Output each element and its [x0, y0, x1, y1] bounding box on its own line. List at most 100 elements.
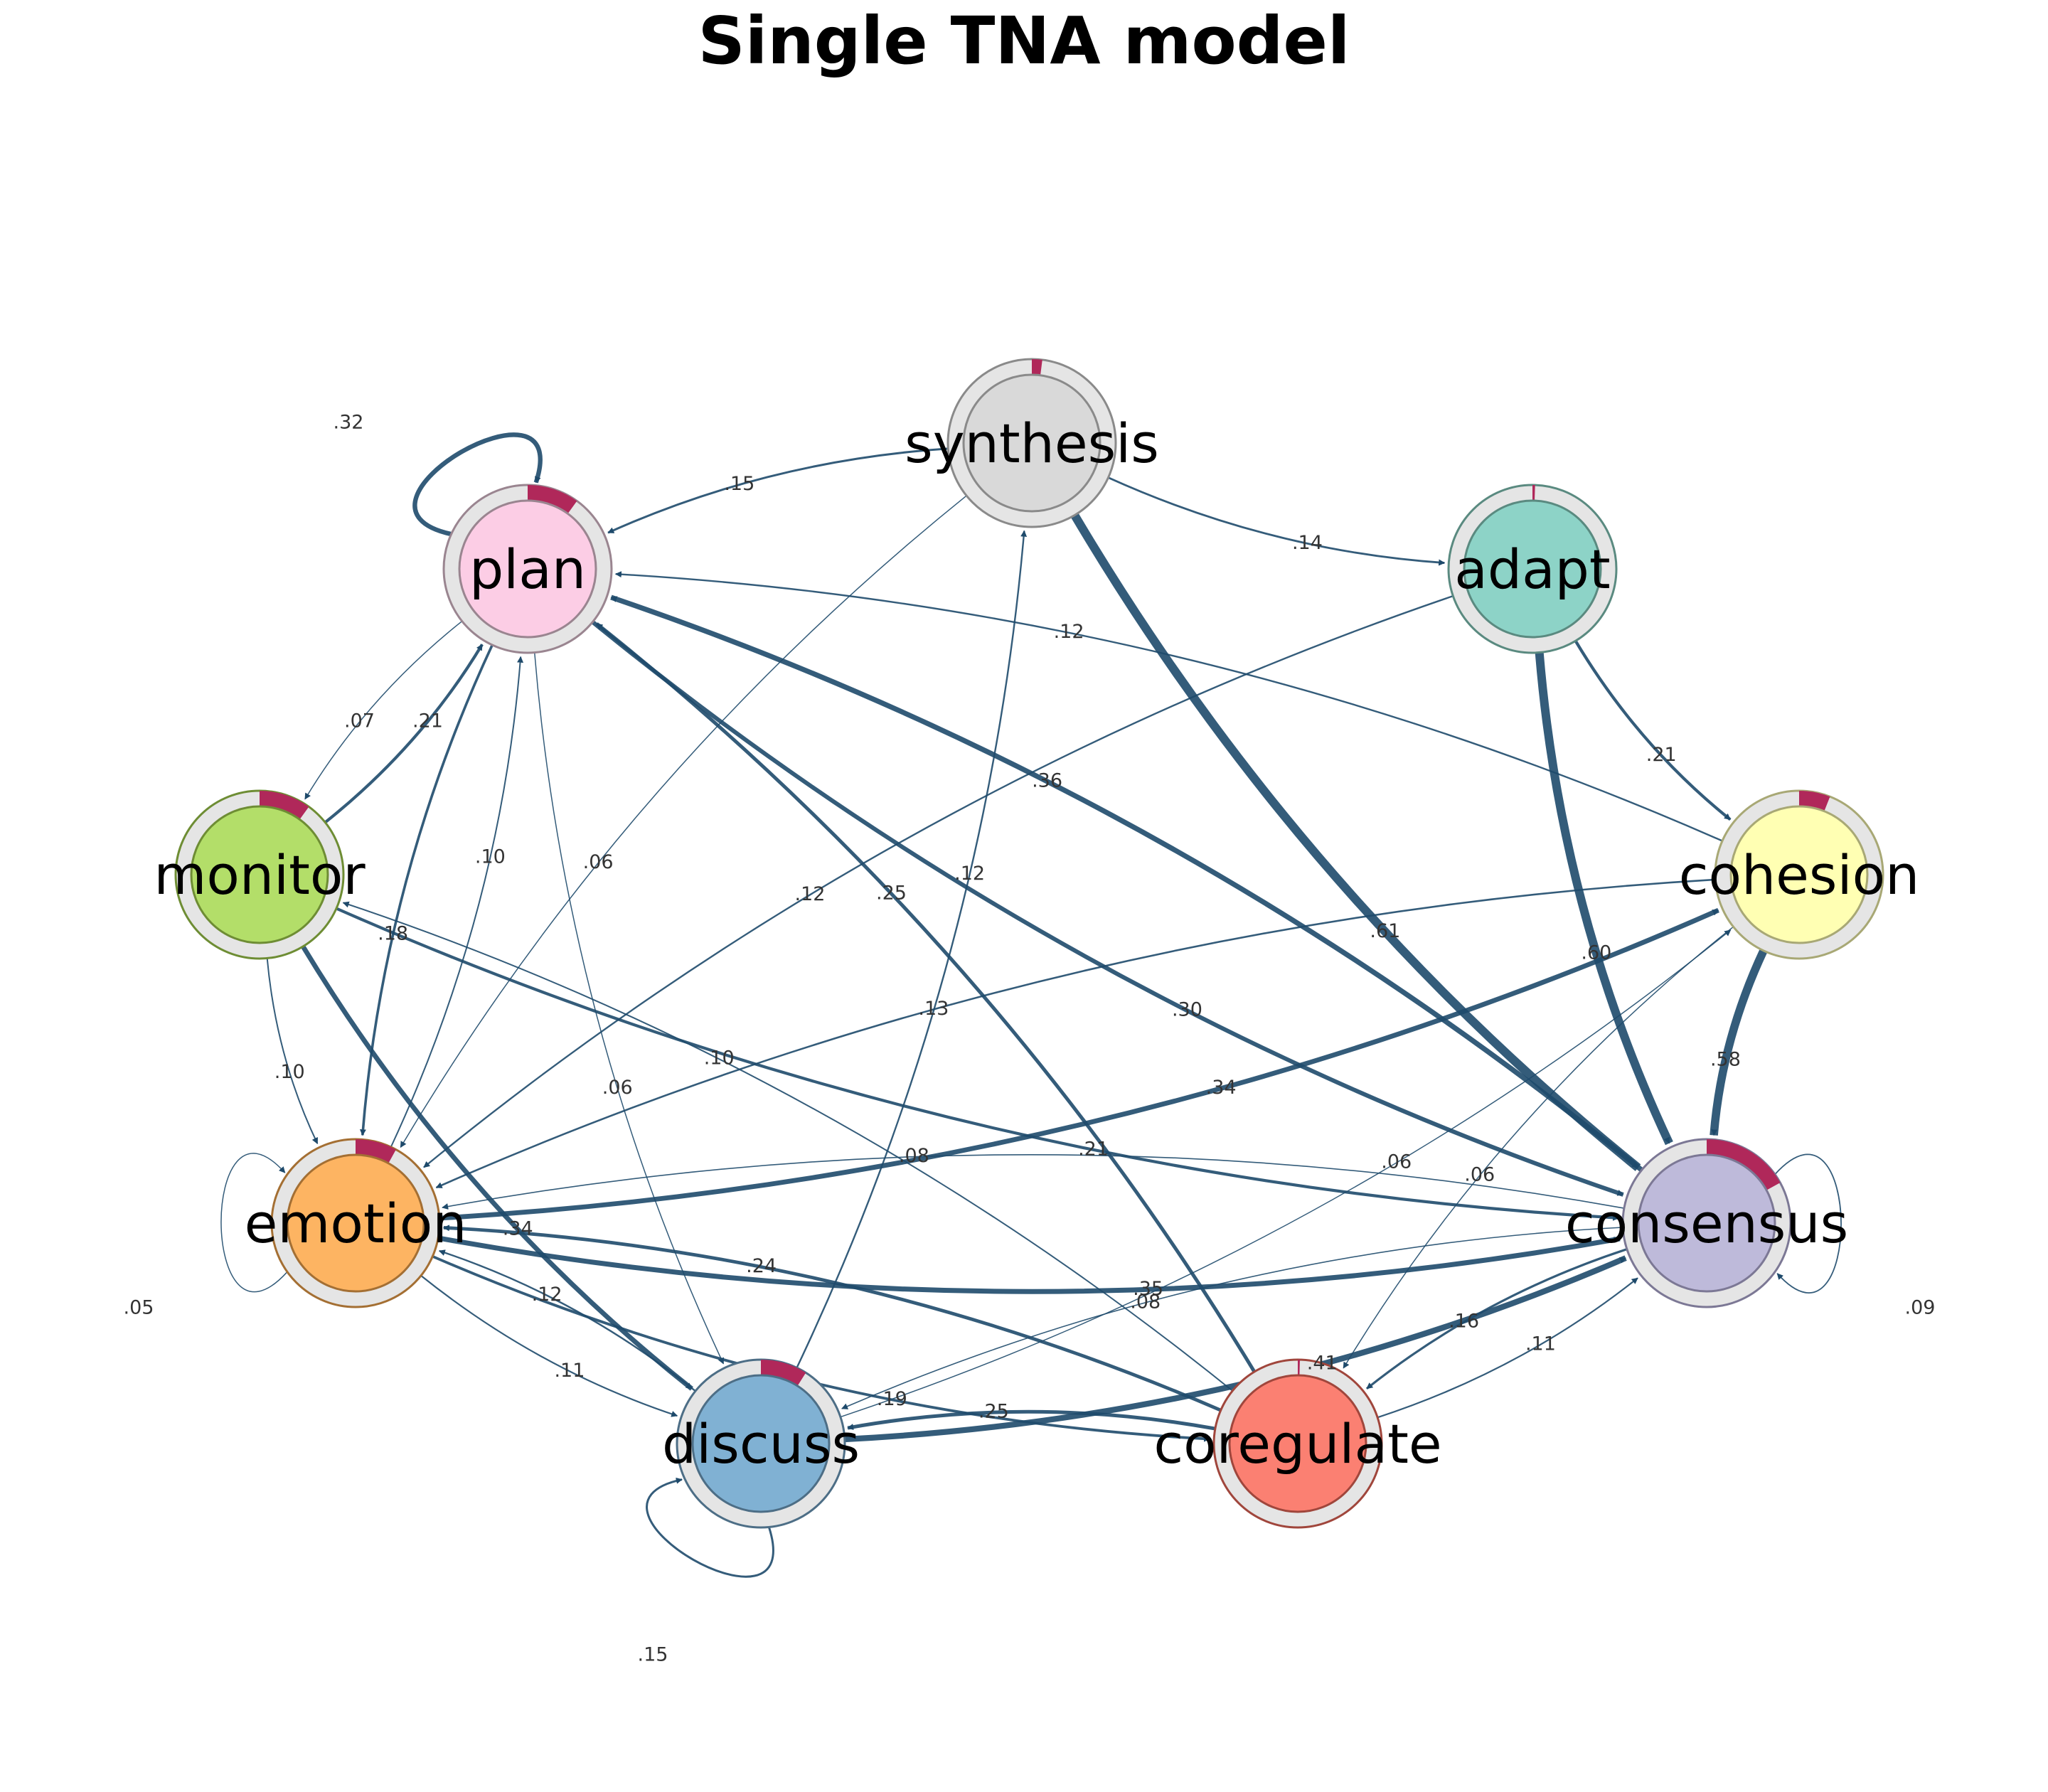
- edge-monitor-to-consensus: [336, 907, 1620, 1221]
- edge-plan-to-emotion-label: .18: [378, 923, 408, 945]
- edge-coregulate-to-monitor-label: .10: [704, 1047, 735, 1070]
- edge-synthesis-to-plan: [607, 447, 949, 534]
- node-cohesion-circle: [1729, 805, 1869, 944]
- edge-cohesion-to-coregulate-label: .06: [1464, 1164, 1495, 1186]
- node-adapt-label: adapt: [1454, 538, 1610, 601]
- edge-adapt-to-consensus: [1535, 652, 1673, 1146]
- edge-coregulate-to-discuss: [847, 1409, 1216, 1431]
- node-consensus-pie: [1706, 1139, 1781, 1191]
- edge-plan-to-discuss: [533, 652, 725, 1365]
- edge-consensus-to-consensus-label: .09: [1905, 1297, 1936, 1319]
- edge-coregulate-to-monitor: [342, 901, 1233, 1392]
- edge-emotion-to-discuss-label: .11: [554, 1360, 585, 1382]
- node-consensus-circle: [1637, 1153, 1776, 1293]
- node-cohesion-pie: [1798, 791, 1830, 811]
- edge-emotion-to-emotion: [220, 1153, 288, 1293]
- edge-emotion-to-consensus-label: .35: [1133, 1278, 1163, 1300]
- node-monitor-circle: [190, 805, 329, 944]
- edge-plan-to-monitor-label: .07: [344, 710, 375, 732]
- edge-discuss-to-synthesis-label: .12: [954, 863, 985, 885]
- node-emotion-circle: [286, 1153, 425, 1293]
- node-plan-label: plan: [469, 538, 586, 601]
- node-synthesis-pie: [1031, 359, 1042, 375]
- edge-monitor-to-discuss: [301, 945, 693, 1391]
- edge-synthesis-to-adapt-label: .14: [1292, 532, 1323, 554]
- edge-consensus-to-coregulate: [1366, 1248, 1628, 1390]
- edge-plan-to-monitor: [304, 620, 463, 800]
- edge-synthesis-to-emotion: [400, 495, 967, 1148]
- edge-cohesion-to-emotion: [435, 878, 1716, 1189]
- edge-coregulate-to-discuss-label: .25: [978, 1401, 1009, 1423]
- node-cohesion[interactable]: cohesion: [1679, 789, 1920, 960]
- edge-emotion-to-cohesion-label: .34: [1206, 1077, 1237, 1099]
- node-emotion-pie: [355, 1139, 396, 1164]
- edge-emotion-to-plan-label: .10: [475, 846, 506, 868]
- edges-layer: [220, 432, 1842, 1578]
- edge-plan-to-discuss-label: .06: [602, 1077, 633, 1099]
- edge-discuss-to-discuss: [646, 1477, 774, 1578]
- edge-adapt-to-consensus-label: .60: [1581, 942, 1611, 964]
- edge-labels-layer: .15.14.61.06.32.30.18.07.06.60.21.12.21.…: [124, 412, 1936, 1666]
- edge-cohesion-to-consensus-label: .58: [1710, 1048, 1741, 1070]
- node-consensus[interactable]: consensus: [1565, 1138, 1848, 1308]
- node-monitor-pie: [259, 791, 309, 820]
- edge-cohesion-to-consensus: [1710, 949, 1768, 1136]
- edge-coregulate-to-consensus: [1377, 1277, 1638, 1419]
- node-monitor[interactable]: monitor: [154, 789, 366, 960]
- edge-adapt-to-emotion: [423, 595, 1454, 1168]
- edge-discuss-to-emotion: [438, 1249, 696, 1392]
- edge-consensus-to-emotion: [442, 1154, 1625, 1210]
- edge-coregulate-to-plan: [595, 622, 1257, 1373]
- edge-emotion-to-consensus: [437, 1235, 1621, 1294]
- edge-discuss-to-discuss-label: .15: [638, 1644, 668, 1666]
- edge-plan-to-plan: [412, 432, 543, 537]
- node-coregulate-label: coregulate: [1153, 1412, 1441, 1476]
- node-emotion-label: emotion: [245, 1192, 467, 1255]
- node-plan[interactable]: plan: [442, 484, 613, 654]
- node-plan-pie: [527, 485, 577, 514]
- edge-synthesis-to-adapt: [1107, 476, 1446, 566]
- edge-monitor-to-consensus-label: .21: [1078, 1138, 1109, 1160]
- node-discuss-label: discuss: [662, 1412, 860, 1476]
- edge-monitor-to-discuss-label: .34: [503, 1217, 533, 1239]
- diagram-title: Single TNA model: [698, 3, 1350, 79]
- edge-cohesion-to-coregulate: [1343, 926, 1734, 1369]
- edge-coregulate-to-plan-label: .25: [876, 882, 907, 904]
- edge-consensus-to-plan: [610, 594, 1643, 1173]
- node-monitor-label: monitor: [154, 843, 366, 907]
- edge-plan-to-consensus-label: .30: [1172, 999, 1202, 1021]
- node-emotion[interactable]: emotion: [245, 1138, 467, 1308]
- edge-monitor-to-plan-label: .21: [412, 710, 443, 732]
- node-discuss-pie: [760, 1360, 806, 1387]
- edge-emotion-to-cohesion: [439, 907, 1719, 1221]
- node-synthesis[interactable]: synthesis: [905, 358, 1159, 528]
- edge-consensus-to-discuss: [841, 1227, 1623, 1409]
- edge-monitor-to-plan: [324, 644, 484, 824]
- node-synthesis-label: synthesis: [905, 412, 1159, 475]
- edge-cohesion-to-plan-label: .12: [1054, 621, 1084, 643]
- node-discuss-circle: [691, 1374, 831, 1513]
- node-discuss[interactable]: discuss: [662, 1358, 860, 1529]
- edge-consensus-to-coregulate-label: .16: [1449, 1311, 1479, 1333]
- node-plan-circle: [458, 499, 597, 639]
- edge-discuss-to-cohesion-label: .06: [1381, 1151, 1412, 1173]
- node-coregulate[interactable]: coregulate: [1153, 1358, 1442, 1529]
- nodes-layer: synthesis plan adapt monitor cohesion emotion…: [154, 358, 1920, 1529]
- node-adapt[interactable]: adapt: [1447, 484, 1618, 654]
- edge-discuss-to-emotion-label: .12: [532, 1284, 562, 1306]
- edge-plan-to-consensus: [591, 620, 1624, 1197]
- edge-emotion-to-coregulate-label: .19: [877, 1388, 907, 1410]
- edge-coregulate-to-emotion-label: .24: [746, 1255, 777, 1277]
- edge-cohesion-to-emotion-label: .13: [918, 998, 949, 1020]
- edge-synthesis-to-consensus-label: .61: [1370, 920, 1400, 942]
- edge-consensus-to-plan-label: .36: [1032, 769, 1062, 791]
- edge-synthesis-to-plan-label: .15: [724, 473, 754, 495]
- node-cohesion-label: cohesion: [1679, 843, 1920, 907]
- edge-adapt-to-cohesion: [1574, 640, 1732, 821]
- edge-monitor-to-emotion-label: .10: [274, 1061, 305, 1083]
- edge-adapt-to-emotion-label: .12: [794, 883, 825, 905]
- edge-emotion-to-emotion-label: .05: [124, 1297, 154, 1319]
- node-synthesis-circle: [962, 373, 1102, 513]
- edge-adapt-to-cohesion-label: .21: [1646, 744, 1677, 766]
